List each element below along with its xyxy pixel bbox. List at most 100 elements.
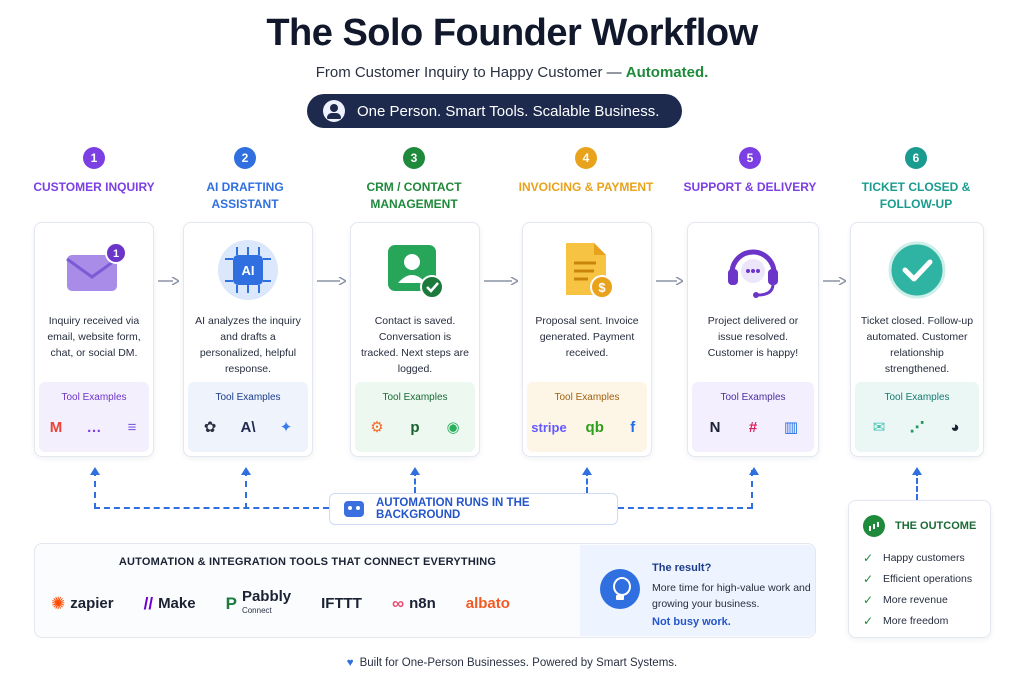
check-icon: ✓ <box>863 571 874 586</box>
workflow-icon: ⋰ <box>909 419 925 436</box>
tool-icons: N#▥ <box>692 415 814 439</box>
check-icon: ✓ <box>863 550 874 565</box>
result-body: More time for high-value work and growin… <box>652 582 811 610</box>
pipedrive-icon: p <box>410 418 420 436</box>
logo-label: IFTTT <box>321 595 362 612</box>
step-title: INVOICING & PAYMENT <box>518 180 654 194</box>
step-title: AI DRAFTING ASSISTANT <box>206 180 284 211</box>
tagline-text: One Person. Smart Tools. Scalable Busine… <box>357 102 660 120</box>
step-title: SUPPORT & DELIVERY <box>683 180 817 194</box>
step-description: AI analyzes the inquiry and drafts a per… <box>195 315 301 375</box>
ai-chip-icon: AI <box>215 237 281 303</box>
outcome-item: ✓ More freedom <box>863 610 972 631</box>
tool-icons: M…≡ <box>39 415 149 439</box>
user-icon <box>323 100 345 122</box>
freshbooks-icon: f <box>630 418 636 436</box>
flow-arrow <box>317 272 348 286</box>
leaf-crm-icon: ◉ <box>446 419 460 436</box>
integrations-panel: AUTOMATION & INTEGRATION TOOLS THAT CONN… <box>34 543 816 638</box>
headset-icon <box>720 237 786 303</box>
step-description: Project delivered or issue resolved. Cus… <box>707 315 799 359</box>
gemini-icon: ✦ <box>279 419 293 436</box>
tool-examples-label: Tool Examples <box>61 392 127 403</box>
lightbulb-icon <box>600 569 640 609</box>
step-number-badge: 5 <box>739 147 761 169</box>
make-mark-icon: // <box>143 594 154 613</box>
result-end: Not busy work. <box>652 616 731 628</box>
automation-connector-left <box>94 470 329 509</box>
result-box: The result? More time for high-value wor… <box>580 545 815 636</box>
step-card-3: Contact is saved. Conversation is tracke… <box>350 222 480 457</box>
automation-arrowhead <box>410 462 420 480</box>
make-logo: //Make <box>144 594 196 614</box>
svg-text:$: $ <box>598 280 606 295</box>
step-description: Ticket closed. Follow-up automated. Cust… <box>860 315 974 375</box>
step-number-badge: 1 <box>83 147 105 169</box>
flow-arrow <box>656 272 685 286</box>
ifttt-logo: IFTTT <box>321 595 362 612</box>
tool-examples-label: Tool Examples <box>554 392 620 403</box>
automation-arrowhead <box>749 462 759 480</box>
tool-examples-panel: Tool Examples ⚙ p ◉ <box>355 382 475 452</box>
logo-label: zapier <box>70 595 114 612</box>
outcome-item: ✓ Happy customers <box>863 547 972 568</box>
footer-text: Built for One-Person Businesses. Powered… <box>359 657 678 669</box>
logo-label: Pabbly <box>241 588 292 605</box>
tool-examples-label: Tool Examples <box>382 392 448 403</box>
outcome-title: THE OUTCOME <box>895 520 977 532</box>
chat-icon: … <box>86 418 102 436</box>
outcome-item-text: More freedom <box>883 614 949 627</box>
step-description: Proposal sent. Invoice generated. Paymen… <box>535 315 639 359</box>
tool-examples-label: Tool Examples <box>720 392 786 403</box>
quickbooks-icon: qb <box>585 418 604 436</box>
automation-connector-right <box>618 470 753 509</box>
outcome-item-text: Happy customers <box>883 551 965 564</box>
tagline-pill: One Person. Smart Tools. Scalable Busine… <box>307 94 682 128</box>
automation-arrowhead <box>241 462 251 480</box>
logo-sublabel: Connect <box>241 606 272 615</box>
openai-icon: ✿ <box>203 419 217 436</box>
step-card-2: AI AI analyzes the inquiry and drafts a p… <box>183 222 313 457</box>
mailchimp-icon: ◕ <box>950 418 960 436</box>
docs-icon: ≡ <box>127 418 137 436</box>
tool-icons: ⚙ p ◉ <box>355 415 475 439</box>
tool-icons: ✉⋰◕ <box>855 415 979 439</box>
automation-pill: AUTOMATION RUNS IN THE BACKGROUND <box>329 493 618 525</box>
integrations-title: AUTOMATION & INTEGRATION TOOLS THAT CONN… <box>118 556 497 568</box>
automation-label: AUTOMATION RUNS IN THE BACKGROUND <box>376 497 530 521</box>
automation-connector-v4 <box>586 470 588 493</box>
step-number-badge: 6 <box>905 147 927 169</box>
outcome-connector <box>916 470 918 500</box>
hubspot-icon: ⚙ <box>370 419 384 436</box>
check-icon: ✓ <box>863 613 874 628</box>
n8n-logo: ∞n8n <box>392 594 436 614</box>
step-title: TICKET CLOSED & FOLLOW-UP <box>861 180 971 211</box>
step-number-badge: 3 <box>403 147 425 169</box>
automation-arrowhead <box>90 462 100 480</box>
step-description: Inquiry received via email, website form… <box>47 315 141 359</box>
automation-connector-v3 <box>414 470 416 493</box>
logo-label: Make <box>158 595 196 612</box>
heart-icon: ♥ <box>346 657 354 669</box>
step-description: Contact is saved. Conversation is tracke… <box>361 315 469 375</box>
outcome-item: ✓Efficient operations <box>863 568 972 589</box>
email-envelope-icon: 1 <box>61 237 127 303</box>
n8n-mark-icon: ∞ <box>391 594 405 613</box>
outcome-item: ✓More revenue <box>863 589 972 610</box>
invoice-document-icon: $ <box>554 237 620 303</box>
step-title: CRM / CONTACT MANAGEMENT <box>366 180 462 211</box>
albato-logo: albato <box>466 596 510 611</box>
zapier-logo: ✺zapier <box>51 594 114 614</box>
